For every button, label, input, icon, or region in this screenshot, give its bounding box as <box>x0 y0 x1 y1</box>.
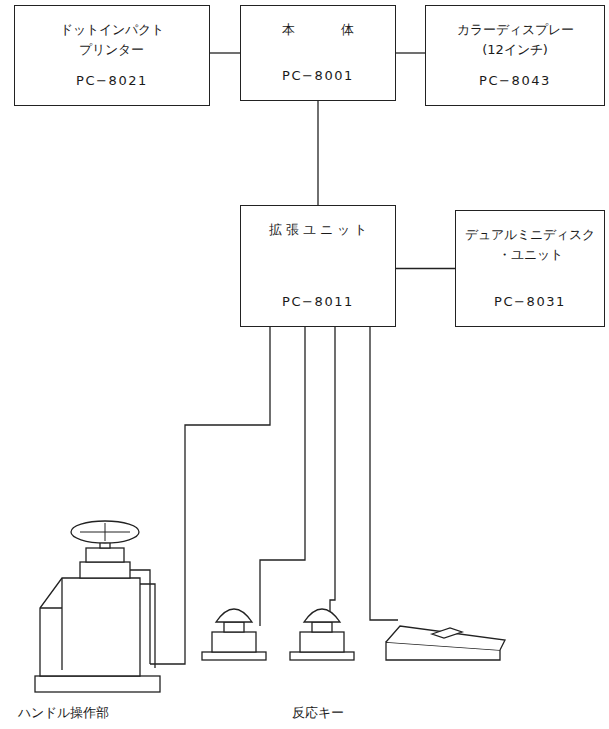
connection-line <box>396 268 455 269</box>
connection-line <box>210 52 240 53</box>
part-label: ハンドル操作部 <box>16 704 111 722</box>
cable <box>330 326 335 626</box>
handle-unit <box>35 521 160 692</box>
device-name: 本 体 <box>282 20 354 40</box>
device-box: デュアルミニディスク ・ユニット PC−8031 <box>455 210 605 327</box>
reaction-key <box>202 609 266 660</box>
model-number: PC−8001 <box>282 66 354 86</box>
reaction-key <box>290 609 354 660</box>
connection-line <box>396 52 425 53</box>
device-box: カラーディスプレー (12インチ) PC−8043 <box>425 5 605 106</box>
model-number: PC−8021 <box>76 71 148 91</box>
device-name: カラーディスプレー (12インチ) <box>453 20 577 60</box>
connection-line <box>317 101 318 205</box>
cable <box>150 326 270 664</box>
model-number: PC−8043 <box>479 71 551 91</box>
cable <box>370 326 398 620</box>
model-number: PC−8031 <box>494 292 566 312</box>
device-name: デュアルミニディスク ・ユニット <box>465 225 595 265</box>
device-name: ドットインパクト プリンター <box>56 20 168 60</box>
device-box: ドットインパクト プリンター PC−8021 <box>14 5 210 106</box>
device-box: 本 体 PC−8001 <box>240 5 396 101</box>
model-number: PC−8011 <box>282 292 354 312</box>
foot-pedal <box>386 626 505 660</box>
handle-wire <box>130 570 155 668</box>
device-name: 拡 張 ユ ニ ッ ト <box>269 220 368 240</box>
cable <box>260 326 305 626</box>
part-label: 反応キー <box>290 704 346 722</box>
device-box: 拡 張 ユ ニ ッ ト PC−8011 <box>240 205 396 327</box>
